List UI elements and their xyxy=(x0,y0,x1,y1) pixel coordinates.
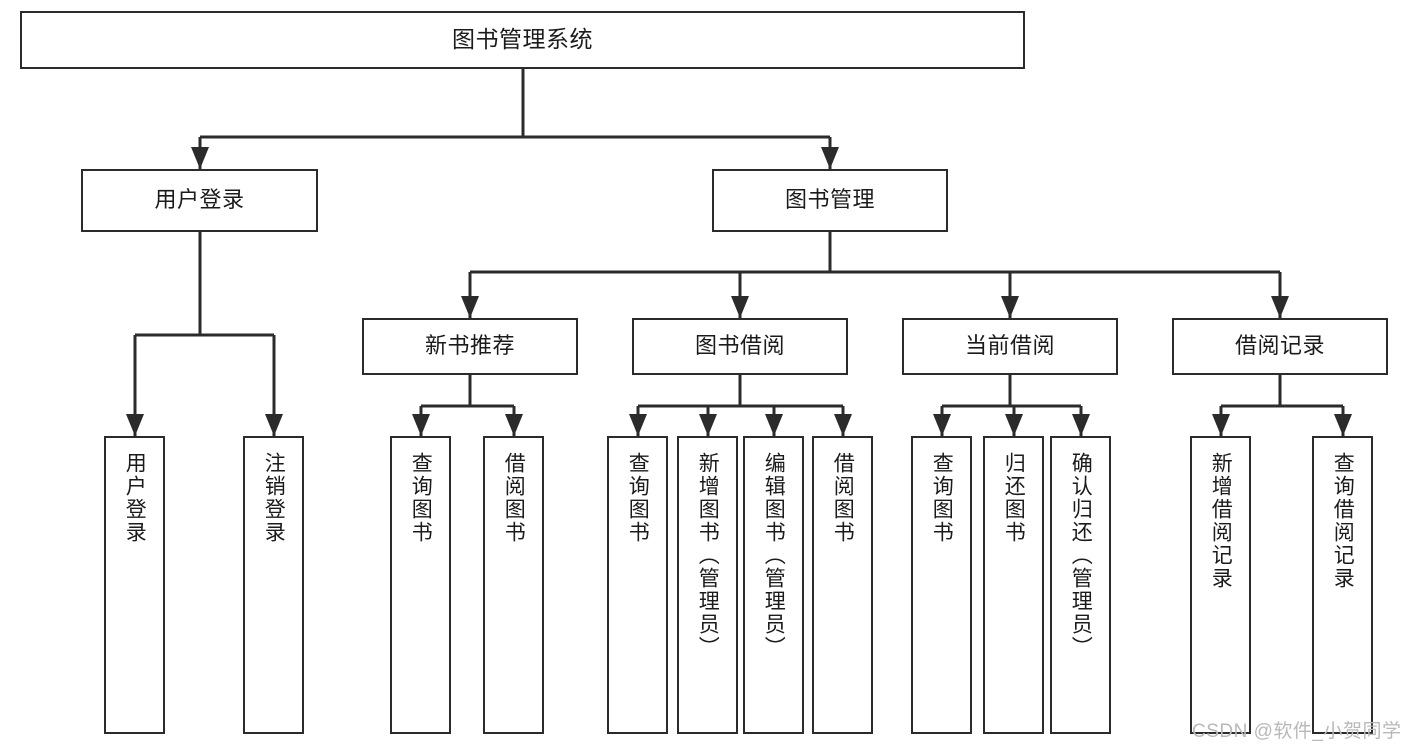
node-book-manage[interactable]: 图书管理 xyxy=(712,169,948,232)
node-label: 查询图书 xyxy=(626,452,650,544)
node-label: 新增借阅记录 xyxy=(1209,452,1233,590)
node-leaf-cb-return[interactable]: 归还图书 xyxy=(983,436,1044,734)
node-label: 查询借阅记录 xyxy=(1331,452,1355,590)
node-label: 确认归还（管理员） xyxy=(1069,452,1093,659)
node-label: 编辑图书（管理员） xyxy=(762,452,786,659)
node-label: 查询图书 xyxy=(930,452,954,544)
node-label: 归还图书 xyxy=(1002,452,1026,544)
node-label: 借阅记录 xyxy=(1234,333,1325,359)
node-leaf-br-add[interactable]: 新增借阅记录 xyxy=(1190,436,1251,734)
node-leaf-br-query[interactable]: 查询借阅记录 xyxy=(1312,436,1373,734)
node-leaf-user-logout[interactable]: 注销登录 xyxy=(243,436,304,734)
node-label: 注销登录 xyxy=(262,452,286,544)
node-label: 新增图书（管理员） xyxy=(696,452,720,659)
node-user-login[interactable]: 用户登录 xyxy=(81,169,318,232)
node-leaf-cb-confirm[interactable]: 确认归还（管理员） xyxy=(1050,436,1111,734)
node-book-borrow[interactable]: 图书借阅 xyxy=(632,318,848,375)
node-leaf-rec-query[interactable]: 查询图书 xyxy=(390,436,451,734)
node-borrow-record[interactable]: 借阅记录 xyxy=(1172,318,1388,375)
node-root[interactable]: 图书管理系统 xyxy=(20,11,1025,69)
node-label: 图书管理 xyxy=(784,187,875,213)
node-leaf-bb-edit[interactable]: 编辑图书（管理员） xyxy=(743,436,804,734)
node-label: 当前借阅 xyxy=(964,333,1055,359)
node-label: 借阅图书 xyxy=(502,452,526,544)
node-label: 查询图书 xyxy=(409,452,433,544)
watermark: CSDN @软件_小贺同学 xyxy=(1192,721,1402,742)
node-leaf-user-login[interactable]: 用户登录 xyxy=(104,436,165,734)
node-current-borrow[interactable]: 当前借阅 xyxy=(902,318,1118,375)
node-label: 用户登录 xyxy=(123,452,147,544)
node-label: 图书管理系统 xyxy=(452,26,593,53)
node-leaf-bb-add[interactable]: 新增图书（管理员） xyxy=(677,436,738,734)
node-new-book-rec[interactable]: 新书推荐 xyxy=(362,318,578,375)
node-label: 用户登录 xyxy=(154,187,245,213)
node-leaf-bb-query[interactable]: 查询图书 xyxy=(607,436,668,734)
node-leaf-bb-borrow[interactable]: 借阅图书 xyxy=(812,436,873,734)
node-label: 图书借阅 xyxy=(694,333,785,359)
node-label: 借阅图书 xyxy=(831,452,855,544)
node-label: 新书推荐 xyxy=(424,333,515,359)
node-leaf-rec-borrow[interactable]: 借阅图书 xyxy=(483,436,544,734)
node-leaf-cb-query[interactable]: 查询图书 xyxy=(911,436,972,734)
